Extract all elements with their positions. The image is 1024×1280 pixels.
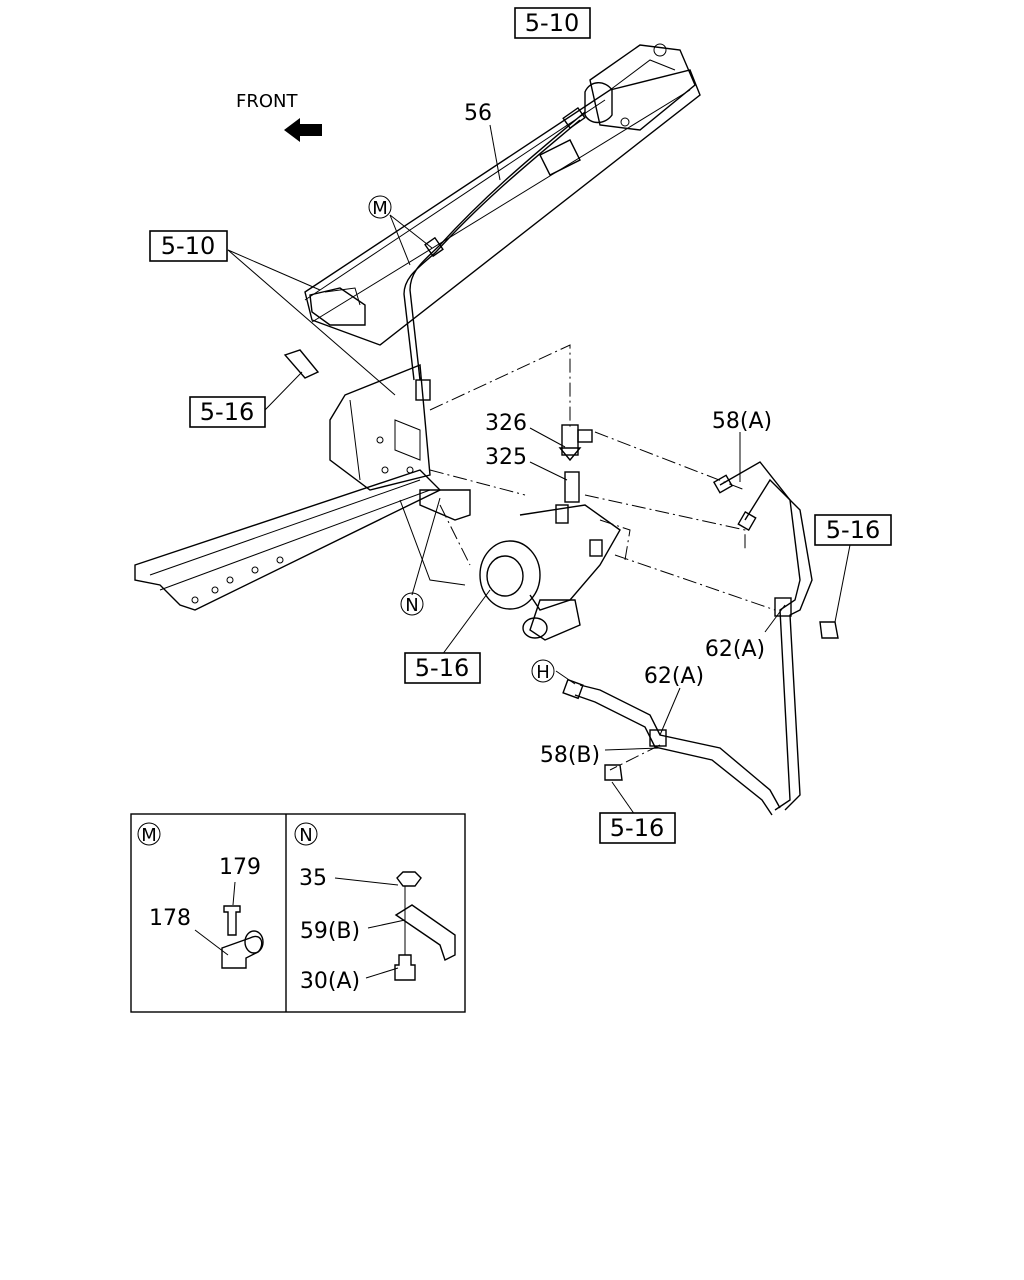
leader-lines [227,124,851,816]
circle-marker-h-label: H [536,662,550,683]
ref-box-5-16-mid: 5-16 [404,652,481,684]
detail-m: M 179 178 [137,822,264,969]
ref-label-5-16-mid: 5-16 [415,654,469,682]
assembly-lines [429,344,776,771]
detail-n-30a: 30(A) [300,969,360,994]
detail-n-59b: 59(B) [300,919,360,944]
detail-n-35: 35 [299,866,327,891]
top-bracket [584,43,696,131]
callout-58b: 58(B) [540,743,600,768]
detail-n-header: N [299,825,312,846]
circle-marker-h: H [531,659,555,683]
steering-gear [479,471,631,641]
circle-marker-m: M [368,195,392,219]
ref-box-5-16-right: 5-16 [814,514,892,546]
ref-box-5-10-top: 5-10 [514,7,591,39]
front-label: FRONT [236,91,298,112]
circle-marker-n-label: N [405,595,418,616]
detail-inset [130,813,466,1013]
ref-box-5-10-left: 5-10 [149,230,228,262]
callout-58a: 58(A) [712,409,772,434]
detail-m-179: 179 [219,855,261,880]
bolts [283,349,839,781]
pipes-58a-62a [562,461,813,816]
ref-label-5-10-top: 5-10 [525,9,579,37]
callout-62a-2: 62(A) [644,664,704,689]
steering-bracket [329,364,471,586]
circle-marker-n: N [400,592,424,616]
ref-box-5-16-left: 5-16 [189,396,266,428]
ref-label-5-16-left: 5-16 [200,398,254,426]
ref-label-5-10-left: 5-10 [161,232,215,260]
detail-n: N 35 59(B) 30(A) [294,822,456,994]
detail-m-178: 178 [149,906,191,931]
circle-marker-m-label: M [372,198,388,219]
detail-m-header: M [141,825,157,846]
callout-62a-1: 62(A) [705,637,765,662]
lower-frame-rail [134,469,442,611]
upper-frame-rail [304,69,701,346]
tee-fitting-326 [558,424,593,462]
ref-box-5-16-bottom: 5-16 [599,812,676,844]
callout-56: 56 [464,101,492,126]
callout-325: 325 [485,445,527,470]
callout-326: 326 [485,411,527,436]
ref-label-5-16-right: 5-16 [826,516,880,544]
ref-label-5-16-bottom: 5-16 [610,814,664,842]
front-arrow-icon [284,118,322,142]
